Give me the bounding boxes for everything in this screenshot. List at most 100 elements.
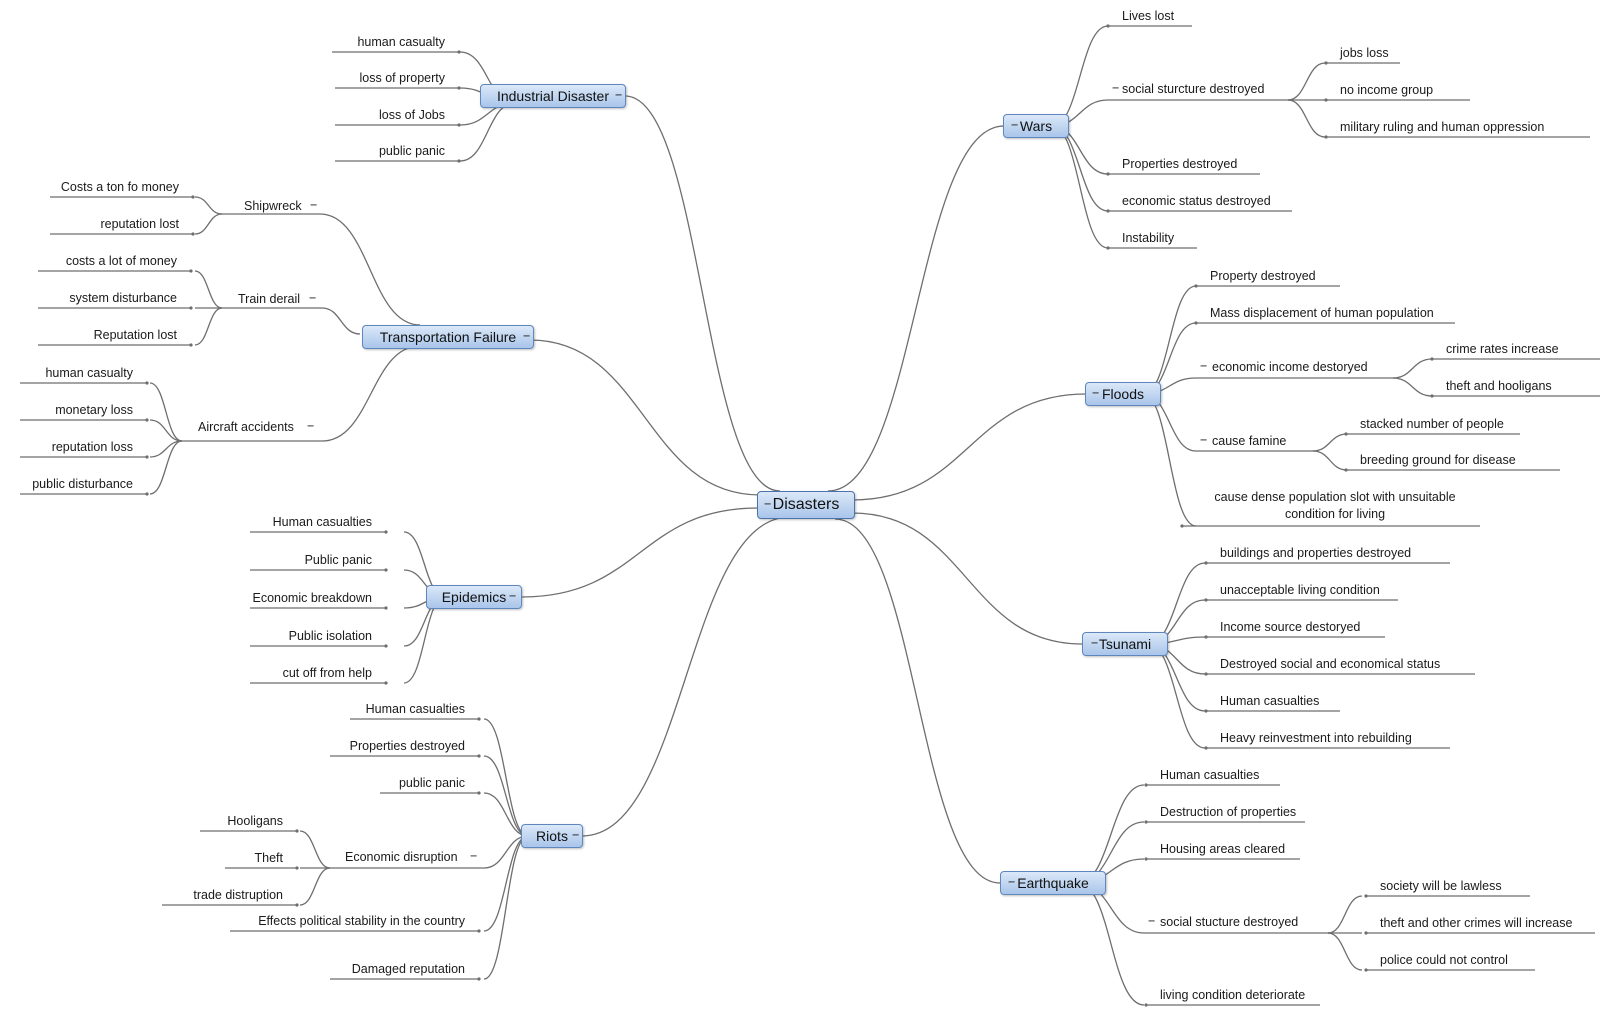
- node-disasters-center-label: Disasters: [772, 496, 840, 513]
- connector-floods-econ: [1392, 358, 1433, 379]
- leaf-topic: buildings and properties destroyed: [1220, 546, 1412, 560]
- subtopic-aircraft-accidents: Aircraft accidents: [198, 420, 294, 434]
- leaf-topic: Properties destroyed: [1122, 157, 1238, 171]
- leaf-topic: loss of property: [359, 71, 445, 85]
- connector-end-dot: [1430, 357, 1434, 361]
- connector-floods-famine: [1312, 450, 1348, 471]
- connector-riots: [483, 835, 529, 932]
- subtopic-shipwreck: Shipwreck: [244, 199, 302, 213]
- connector-end-dot: [457, 86, 461, 90]
- collapse-icon: −: [509, 589, 517, 603]
- connector-aircraft: [149, 419, 183, 442]
- leaf-topic: trade distruption: [193, 888, 283, 902]
- collapse-icon: −: [1008, 875, 1016, 889]
- collapse-icon: −: [1200, 433, 1208, 447]
- connector-end-dot: [191, 195, 195, 199]
- collapse-icon: −: [1112, 81, 1120, 95]
- leaf-topic: public disturbance: [32, 477, 133, 491]
- connector-end-dot: [1204, 672, 1208, 676]
- connector-end-dot: [1344, 468, 1348, 472]
- connector-end-dot: [189, 343, 193, 347]
- node-epidemics[interactable]: Epidemics: [426, 585, 522, 609]
- leaf-topic: crime rates increase: [1446, 342, 1559, 356]
- connector-epidemics: [403, 596, 446, 684]
- connector-end-dot: [1144, 857, 1148, 861]
- connector-end-dot: [1364, 968, 1368, 972]
- node-riots[interactable]: Riots: [521, 824, 583, 848]
- connector-end-dot: [1204, 746, 1208, 750]
- node-disasters-center[interactable]: Disasters: [757, 491, 855, 519]
- leaf-topic: cause dense population slot with unsuita…: [1214, 490, 1456, 521]
- connector-end-dot: [1364, 894, 1368, 898]
- connector-end-dot: [1180, 524, 1184, 528]
- connector-earthquake-social: [1327, 895, 1363, 934]
- connector-end-dot: [1324, 61, 1328, 65]
- connector-end-dot: [1106, 24, 1110, 28]
- collapse-icon: −: [310, 198, 318, 212]
- leaf-topic: unacceptable living condition: [1220, 583, 1380, 597]
- node-earthquake[interactable]: Earthquake: [1000, 871, 1106, 895]
- node-transportation-failure[interactable]: Transportation Failure: [362, 325, 534, 349]
- leaf-topic: Public panic: [304, 553, 372, 567]
- leaf-topic: Instability: [1122, 231, 1175, 245]
- node-floods[interactable]: Floods: [1085, 382, 1161, 406]
- leaf-topic: theft and other crimes will increase: [1380, 916, 1573, 930]
- leaf-topic: Hooligans: [227, 814, 283, 828]
- collapse-icon: −: [523, 329, 531, 343]
- node-industrial-disaster[interactable]: Industrial Disaster: [480, 84, 626, 108]
- connector-earthquake: [1077, 784, 1145, 884]
- leaf-topic: no income group: [1340, 83, 1434, 97]
- connector-end-dot: [1344, 432, 1348, 436]
- subtopic-cause-famine: cause famine: [1212, 434, 1287, 448]
- branch-earthquake: [834, 518, 1001, 884]
- subtopic-economic-disruption: Economic disruption: [345, 850, 458, 864]
- subtopic-social-structure-eq: social stucture destroyed: [1160, 915, 1299, 929]
- node-wars-label: Wars: [1019, 118, 1053, 134]
- connector-end-dot: [1106, 246, 1110, 250]
- connector-aircraft: [149, 440, 183, 495]
- leaf-topic: Human casualties: [1160, 768, 1260, 782]
- connector-floods: [1142, 285, 1197, 395]
- leaf-topic: Human casualties: [272, 515, 372, 529]
- leaf-topic: human casualty: [357, 35, 445, 49]
- connector-end-dot: [457, 50, 461, 54]
- leaf-topic: Costs a ton fo money: [60, 180, 179, 194]
- connector-end-dot: [457, 123, 461, 127]
- node-earthquake-label: Earthquake: [1017, 875, 1089, 891]
- connector-end-dot: [145, 381, 149, 385]
- connector-end-dot: [477, 791, 481, 795]
- connector-end-dot: [145, 455, 149, 459]
- leaf-topic: Properties destroyed: [349, 739, 465, 753]
- connector-wars: [1051, 25, 1109, 127]
- connector-floods: [1142, 393, 1197, 527]
- connector-end-dot: [477, 977, 481, 981]
- leaf-topic: Human casualties: [1220, 694, 1320, 708]
- leaf-topic: Destroyed social and economical status: [1220, 657, 1441, 671]
- connector-end-dot: [1364, 931, 1368, 935]
- node-wars[interactable]: Wars: [1003, 114, 1069, 138]
- node-tsunami[interactable]: Tsunami: [1082, 632, 1168, 656]
- connector-end-dot: [1144, 1003, 1148, 1007]
- branch-transport: [529, 339, 761, 496]
- leaf-topic: reputation lost: [100, 217, 179, 231]
- leaf-topic: system disturbance: [69, 291, 177, 305]
- connector-end-dot: [1430, 394, 1434, 398]
- leaf-topic: Human casualties: [365, 702, 465, 716]
- connector-war-social: [1287, 99, 1326, 138]
- leaf-topic: Reputation lost: [93, 328, 177, 342]
- leaf-topic: Heavy reinvestment into rebuilding: [1220, 731, 1412, 745]
- branch-riots: [581, 516, 791, 837]
- node-industrial-disaster-label: Industrial Disaster: [496, 88, 610, 104]
- connector-end-dot: [295, 903, 299, 907]
- branch-epidemics: [521, 507, 759, 598]
- leaf-topic: public panic: [398, 776, 465, 790]
- connector-end-dot: [1106, 172, 1110, 176]
- leaf-topic: stacked number of people: [1360, 417, 1504, 431]
- connector-economic-disruption: [299, 830, 331, 869]
- branch-industrial: [624, 95, 781, 492]
- collapse-icon: −: [1091, 636, 1099, 650]
- leaf-topic: Economic breakdown: [252, 591, 372, 605]
- connector-end-dot: [1324, 135, 1328, 139]
